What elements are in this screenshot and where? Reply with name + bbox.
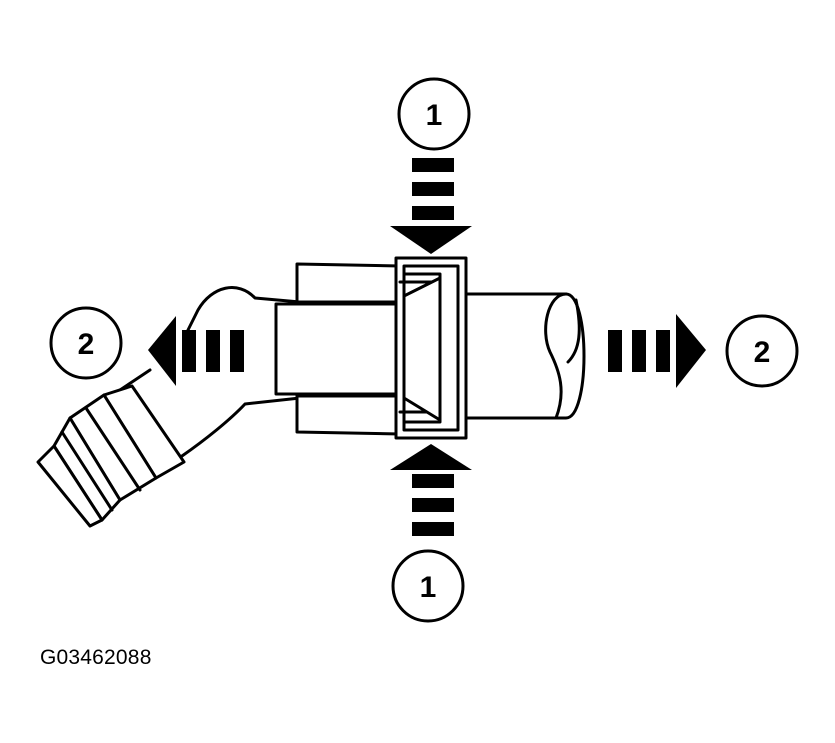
right-tube	[464, 292, 586, 420]
press-arrow-top	[390, 158, 472, 254]
callout-bottom: 1	[391, 549, 465, 623]
quick-connector-body	[274, 256, 468, 440]
callout-top: 1	[397, 77, 471, 151]
svg-text:1: 1	[420, 571, 437, 604]
hose-ribbed-end	[36, 384, 186, 528]
callout-right: 2	[725, 314, 799, 388]
callout-left: 2	[49, 306, 123, 380]
svg-text:2: 2	[754, 336, 771, 369]
elbow-hose	[36, 286, 302, 528]
pull-arrow-right	[608, 314, 706, 388]
figure-code: G03462088	[40, 646, 152, 669]
svg-text:2: 2	[78, 328, 95, 361]
pull-arrow-left	[148, 316, 244, 386]
svg-text:1: 1	[426, 99, 443, 132]
press-arrow-bottom	[390, 444, 472, 536]
